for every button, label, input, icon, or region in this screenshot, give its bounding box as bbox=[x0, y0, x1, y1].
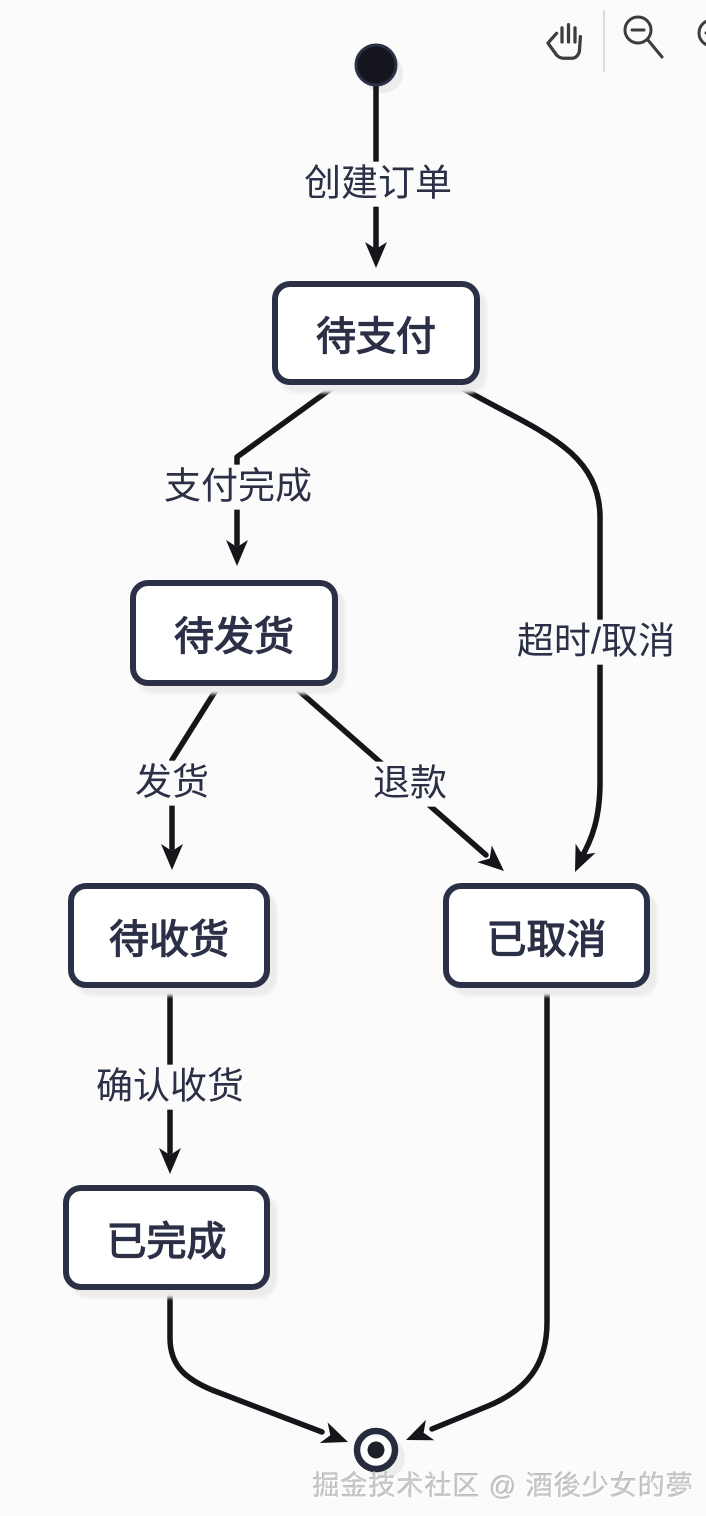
arrowhead-timeout-cancel bbox=[575, 843, 596, 872]
initial-state-node bbox=[354, 43, 398, 87]
edge-label-timeout-cancel: 超时/取消 bbox=[508, 619, 684, 665]
zoom-in-icon[interactable] bbox=[696, 12, 706, 64]
state-label-pending-receipt: 待收货 bbox=[109, 917, 229, 962]
edge-timeout-cancel bbox=[459, 385, 603, 863]
edge-label-refund: 退款 bbox=[365, 761, 455, 807]
state-label-pending-shipment: 待发货 bbox=[174, 615, 294, 659]
toolbar bbox=[0, 0, 706, 80]
state-node-cancelled: 已取消 bbox=[443, 883, 650, 988]
zoom-out-icon[interactable] bbox=[620, 12, 672, 64]
edge-cancelled-to-end bbox=[429, 985, 550, 1432]
final-state-node-dot bbox=[367, 1441, 385, 1459]
toolbar-divider bbox=[603, 10, 605, 72]
arrowhead-cancelled-to-end bbox=[406, 1419, 435, 1441]
state-node-pending-shipment: 待发货 bbox=[130, 580, 338, 686]
state-node-pending-payment: 待支付 bbox=[272, 281, 480, 385]
state-label-completed: 已完成 bbox=[106, 1219, 227, 1264]
arrowhead-completed-to-end bbox=[319, 1422, 348, 1443]
arrowhead-refund bbox=[477, 845, 504, 871]
state-label-pending-payment: 待支付 bbox=[316, 315, 436, 359]
pan-hand-icon[interactable] bbox=[536, 14, 588, 70]
edge-ship bbox=[169, 687, 219, 851]
edge-label-create-order: 创建订单 bbox=[296, 161, 460, 207]
state-label-cancelled: 已取消 bbox=[486, 917, 607, 962]
edge-payment-complete bbox=[234, 385, 335, 547]
edge-label-payment-complete: 支付完成 bbox=[156, 464, 320, 510]
edge-label-confirm-receipt: 确认收货 bbox=[88, 1064, 252, 1110]
arrowhead-payment-complete bbox=[226, 540, 248, 566]
state-node-completed: 已完成 bbox=[63, 1185, 270, 1290]
state-node-pending-receipt: 待收货 bbox=[68, 883, 270, 988]
edge-completed-to-end bbox=[167, 1287, 325, 1435]
arrowhead-confirm-receipt bbox=[159, 1148, 181, 1174]
edge-label-ship: 发货 bbox=[127, 760, 217, 806]
arrowhead-ship bbox=[161, 844, 183, 870]
watermark: 掘金技术社区 @ 酒後少女的夢 bbox=[312, 1471, 694, 1501]
arrowhead-create-order bbox=[365, 242, 387, 268]
